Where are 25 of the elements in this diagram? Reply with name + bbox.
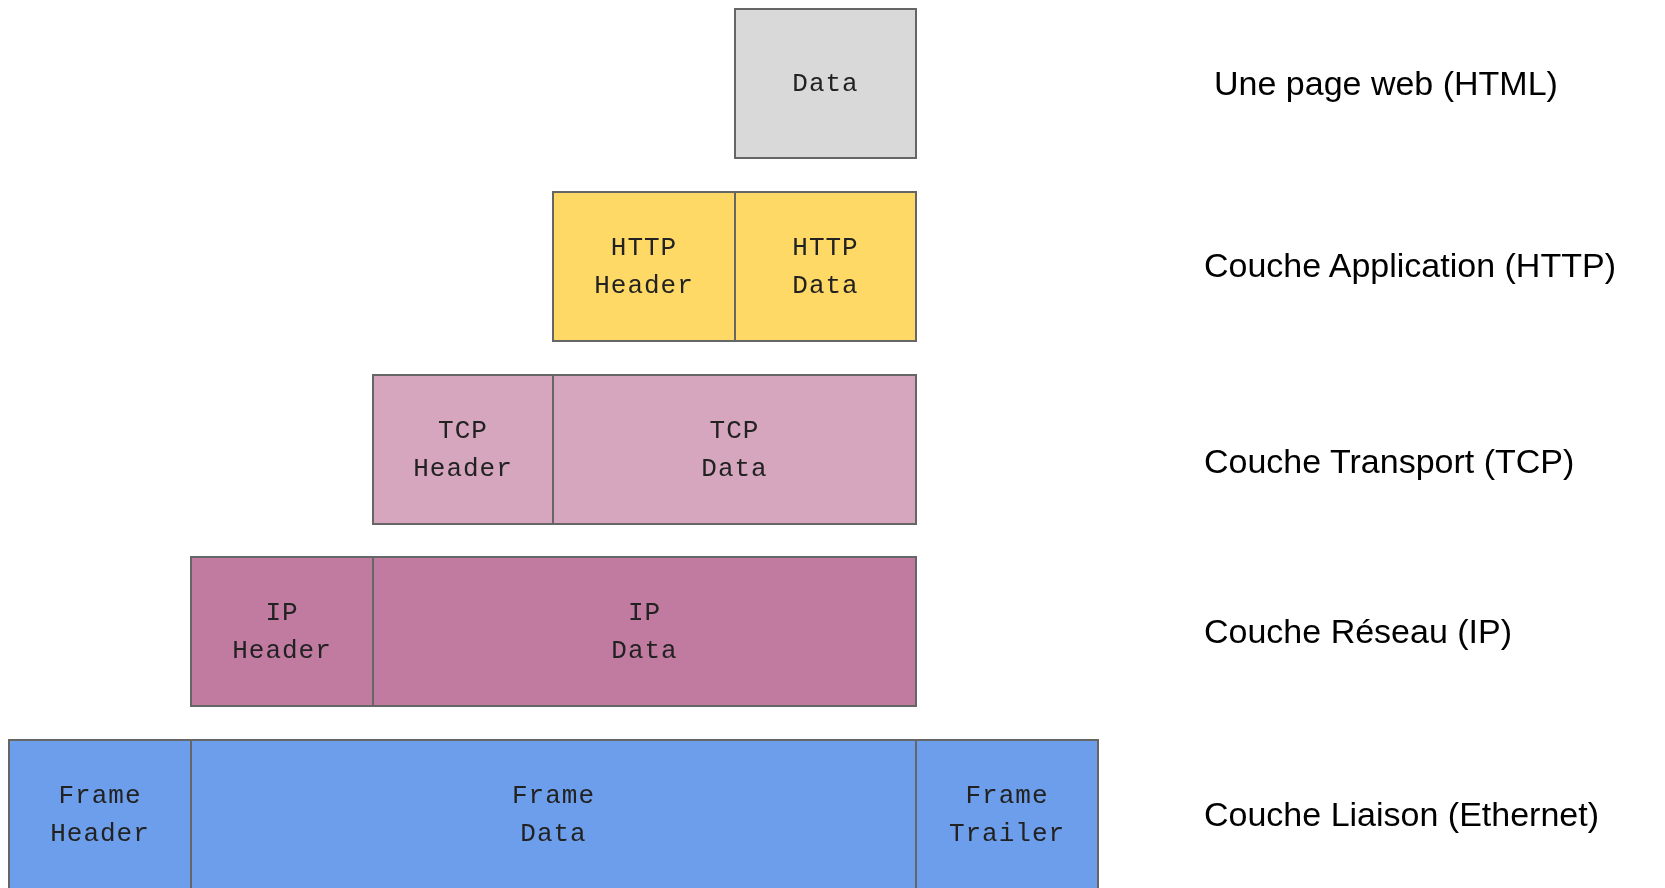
data-block: [372, 556, 917, 707]
header-block: [8, 739, 192, 888]
block-label: HTTP Header: [594, 231, 694, 303]
layer-label: Couche Application (HTTP): [1204, 245, 1616, 285]
header-block: [190, 556, 374, 707]
block-label: HTTP Data: [792, 231, 859, 303]
block-label: TCP Data: [701, 414, 768, 486]
layer-label: Couche Liaison (Ethernet): [1204, 794, 1599, 834]
block-label: Frame Data: [512, 779, 595, 851]
block-label: Frame Header: [50, 779, 150, 851]
layer-label: Une page web (HTML): [1214, 63, 1558, 103]
header-block: [552, 191, 736, 342]
block-label: TCP Header: [413, 414, 513, 486]
data-block: [552, 374, 917, 525]
block-label: IP Data: [611, 596, 678, 668]
header-block: [372, 374, 554, 525]
trailer-block: [915, 739, 1099, 888]
block-label: Frame Trailer: [948, 779, 1066, 851]
data-block: [734, 191, 917, 342]
data-block: [190, 739, 917, 888]
data-block: [734, 8, 917, 159]
block-label: Data: [792, 67, 859, 101]
layer-label: Couche Réseau (IP): [1204, 611, 1513, 651]
block-label: IP Header: [232, 596, 332, 668]
layer-label: Couche Transport (TCP): [1204, 441, 1575, 481]
